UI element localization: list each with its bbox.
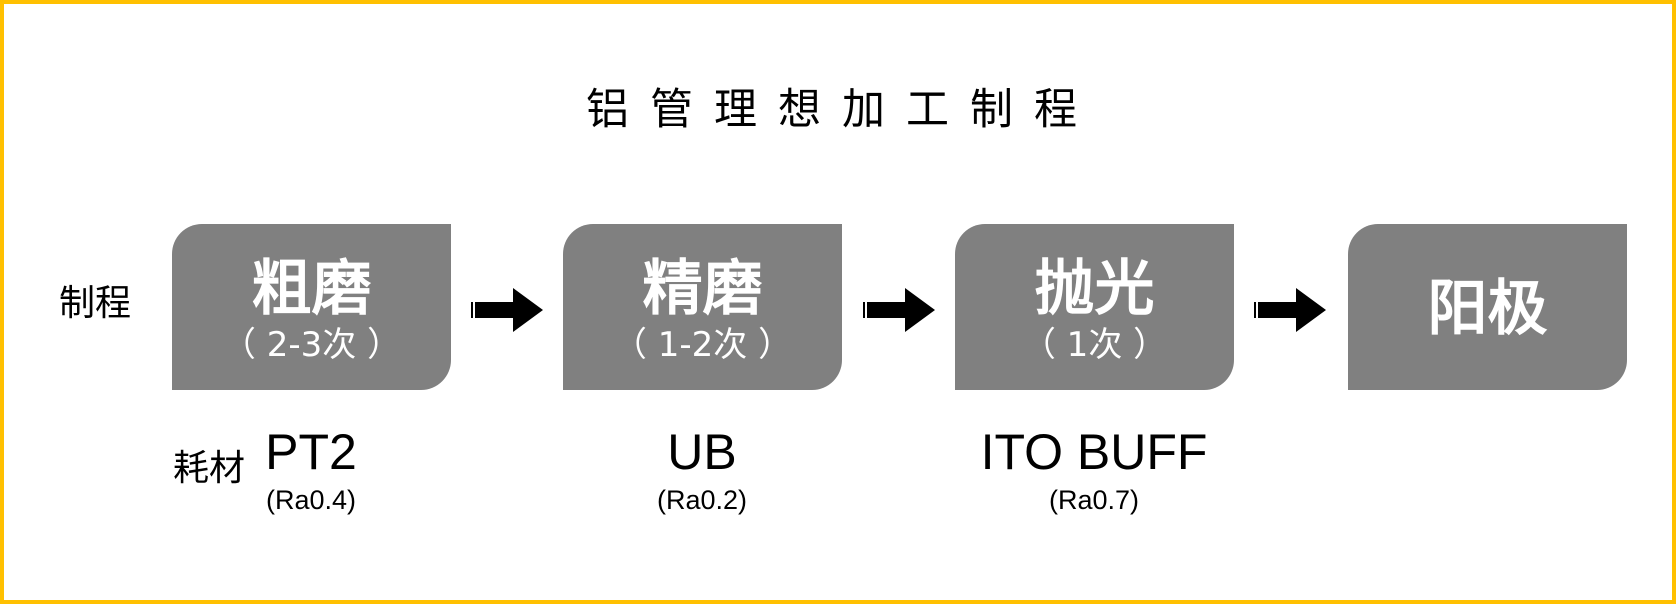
- arrow-right-icon: [1254, 288, 1326, 332]
- material-roughness: (Ra0.2): [656, 485, 748, 515]
- step-name: 精磨: [642, 254, 763, 324]
- diagram-title: 铝管理想加工制程: [586, 85, 1098, 135]
- row-label-material: 耗材: [172, 447, 245, 488]
- material-roughness: (Ra0.4): [265, 485, 357, 515]
- arrow-right-icon: [863, 288, 935, 332]
- material-name: ITO BUFF: [980, 424, 1208, 480]
- material-name: PT2: [265, 424, 357, 480]
- step-name: 抛光: [1034, 254, 1155, 324]
- material-roughness: (Ra0.7): [1048, 485, 1140, 515]
- step-rough-grinding: 粗磨 （ 2-3次 ）: [172, 224, 451, 390]
- step-count: （ 1次 ）: [1021, 325, 1168, 365]
- step-name: 粗磨: [251, 254, 372, 324]
- step-anodizing: 阳极: [1348, 224, 1627, 390]
- step-fine-grinding: 精磨 （ 1-2次 ）: [563, 224, 842, 390]
- row-label-process: 制程: [59, 283, 132, 324]
- arrow-right-icon: [471, 288, 543, 332]
- step-count: （ 2-3次 ）: [221, 325, 402, 365]
- material-name: UB: [667, 424, 737, 480]
- step-count: （ 1-2次 ）: [612, 325, 793, 365]
- step-name: 阳极: [1427, 274, 1548, 344]
- step-polishing: 抛光 （ 1次 ）: [955, 224, 1234, 390]
